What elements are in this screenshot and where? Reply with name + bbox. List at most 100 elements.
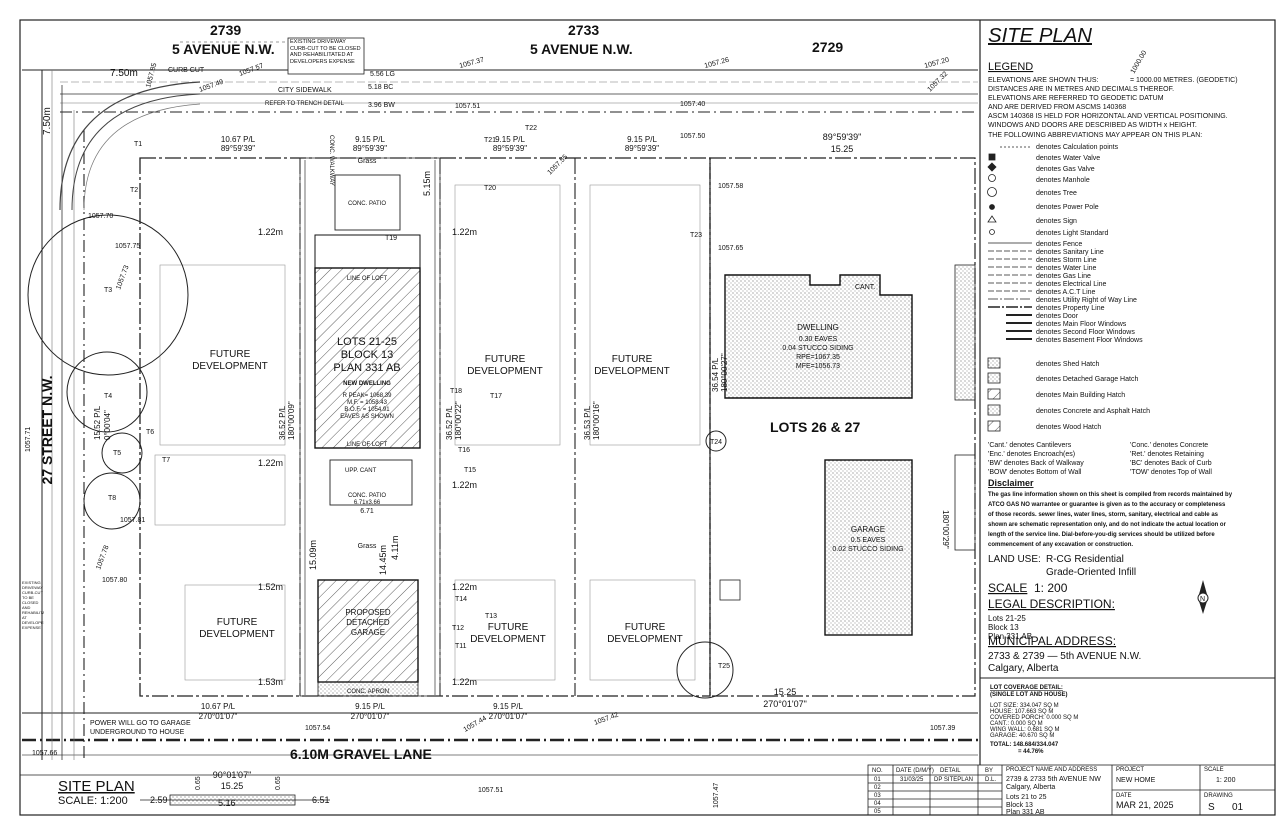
garage-label-2: DETACHED [346, 618, 390, 627]
future-dev-2b: DEVELOPMENT [467, 366, 543, 377]
legend-item-20: denotes Basement Floor Windows [1036, 337, 1143, 344]
conc-apron: CONC. APRON [347, 689, 389, 695]
brg-right-bot: 270°01'07" [763, 699, 807, 709]
bottom-dim-e: 0.65 [275, 776, 282, 790]
future-dev-1a: FUTURE [210, 349, 251, 360]
rear-yard: 15.09m [308, 540, 318, 570]
neighbour-dwelling: DWELLING [797, 323, 839, 332]
bottom-site-plan-title: SITE PLAN [58, 778, 135, 795]
disclaimer-line-5: commencement of any excavation or constr… [988, 542, 1133, 548]
elev-sample: 1000.00 [1130, 49, 1149, 75]
elev-25: 1057.47 [713, 783, 720, 808]
neighbour-lot [719, 264, 976, 636]
disclaimer-heading: Disclaimer [988, 478, 1034, 488]
city-sidewalk-label: CITY SIDEWALK [278, 87, 332, 94]
corner-pl: 15.52 P/L [93, 405, 102, 440]
subject-block: BLOCK 13 [341, 349, 394, 361]
tree-t24: T24 [710, 439, 722, 446]
proj-block: Block 13 [1006, 802, 1033, 809]
tree-t25: T25 [718, 663, 730, 670]
side-dim-4: 36.54 P/L [711, 357, 720, 392]
corner-dim-down: 7.50m [42, 107, 53, 135]
elev-4: 1057.37 [459, 57, 485, 70]
bottom-dim-c: 6.51 [312, 795, 330, 805]
legend-note-5: THE FOLLOWING ABBREVIATIONS MAY APPEAR O… [988, 132, 1202, 139]
future-dev-5b: DEVELOPMENT [470, 634, 546, 645]
land-use-1: R-CG Residential [1046, 554, 1124, 565]
street-label-top-left: 5 AVENUE N.W. [172, 41, 275, 57]
scale-value: 1: 200 [1034, 581, 1068, 595]
disclaimer-line-2: of those records. sewer lines, water lin… [988, 512, 1219, 518]
conc-patio-mid: CONC. PATIO [348, 493, 386, 499]
elev-16: 1057.71 [25, 427, 32, 452]
tree-t18: T18 [450, 388, 462, 395]
rev-r0-c1: 31/03/25 [900, 777, 924, 783]
coverage-line-3: CANT.: 0.000 SQ M [990, 721, 1043, 727]
neighbour-dwelling-siding: 0.04 STUCCO SIDING [782, 345, 853, 352]
legend-item-8: denotes Fence [1036, 241, 1082, 248]
tree-t6: T6 [146, 429, 154, 436]
tree-t23: T23 [690, 232, 702, 239]
coverage-line-2: COVERED PORCH: 0.000 SQ M [990, 715, 1078, 721]
legend-note-3: ASCM 140368 IS HELD FOR HORIZONTAL AND V… [988, 113, 1228, 120]
proj-project-value: NEW HOME [1116, 777, 1156, 784]
legend-item-16: denotes Property Line [1036, 305, 1105, 312]
bottom-dim-d: 0.65 [195, 776, 202, 790]
hatch-item-0: denotes Shed Hatch [1036, 361, 1100, 368]
bottom-scale: SCALE: 1:200 [58, 795, 128, 807]
frontage-bottom: 15.25 [774, 687, 797, 697]
disclaimer-line-4: length of the service line. Dial-before-… [988, 532, 1215, 538]
legend-item-9: denotes Sanitary Line [1036, 249, 1104, 256]
rev-r1-c0: 02 [874, 785, 881, 791]
legend-note-1: ELEVATIONS ARE REFERRED TO GEODETIC DATU… [988, 95, 1164, 102]
brg-top-2: 89°59'39" [353, 144, 387, 153]
elev-note-b: = 1000.00 METRES. (GEODETIC) [1130, 77, 1238, 84]
tree-t11: T11 [455, 643, 467, 650]
patio-width: 6.71 [360, 508, 374, 515]
legend-note-4: WINDOWS AND DOORS ARE DESCRIBED AS WIDTH… [988, 122, 1197, 129]
coverage-heading: LOT COVERAGE DETAIL: [990, 685, 1063, 691]
front-setback: 5.15m [422, 171, 432, 196]
pl-top-2: 9.15 P/L [355, 135, 385, 144]
conc-patio-top: CONC. PATIO [348, 201, 386, 207]
elev-24: 1057.39 [930, 725, 955, 732]
corner-brg: 0°00'04" [103, 410, 112, 440]
line-loft-bottom: LINE OF LOFT [347, 442, 388, 448]
rev-h-2: DETAIL [940, 768, 961, 774]
side-dim-2: 36.52 P/L [445, 405, 454, 440]
elev-0: 1057.85 [145, 62, 158, 88]
bottom-brg: 90°01'07" [213, 770, 252, 780]
legend-item-11: denotes Water Line [1036, 265, 1097, 272]
legend-item-12: denotes Gas Line [1036, 273, 1091, 280]
proj-drawing-label: DRAWING [1204, 793, 1233, 799]
legend-item-3: denotes Manhole [1036, 177, 1090, 184]
rev-r4-c0: 05 [874, 809, 881, 815]
tree-t22: T22 [525, 125, 537, 132]
tree-t1: T1 [134, 141, 142, 148]
tree-t12: T12 [452, 625, 464, 632]
sheet-title: SITE PLAN [988, 25, 1093, 47]
tree-labels: T1 T2 T3 T4 T5 T6 T7 T8 T11 T12 T13 T14 … [104, 125, 730, 670]
legend-item-7: denotes Light Standard [1036, 230, 1108, 237]
bw-label: 3.96 BW [368, 102, 395, 109]
legend-item-2: denotes Gas Valve [1036, 166, 1095, 173]
subject-plan: PLAN 331 AB [333, 362, 400, 374]
coverage-line-5: GARAGE: 40.670 SQ M [990, 733, 1054, 739]
tree-t5: T5 [113, 450, 121, 457]
side-brg-3: 180°00'16" [592, 401, 601, 440]
eaves-note: EAVES AS SHOWN [340, 414, 394, 420]
legal-heading: LEGAL DESCRIPTION: [988, 597, 1115, 611]
neighbour-cant: CANT. [855, 284, 875, 291]
elev-9: 1057.50 [680, 133, 705, 140]
legend-symbols [987, 146, 1032, 432]
title-block: SITE PLAN LEGEND ELEVATIONS ARE SHOWN TH… [980, 25, 1275, 755]
rev-r2-c0: 03 [874, 793, 881, 799]
neighbour-garage-siding: 0.02 STUCCO SIDING [832, 546, 903, 553]
garage-label-1: PROPOSED [345, 608, 391, 617]
coverage-total: TOTAL: 148.684/334.047 [990, 742, 1059, 748]
hatch-item-2: denotes Main Building Hatch [1036, 392, 1125, 399]
neighbour-garage-eaves: 0.5 EAVES [851, 537, 886, 544]
future-dev-4a: FUTURE [217, 617, 258, 628]
bottom-left-detail: SITE PLAN SCALE: 1:200 90°01'07" 15.25 2… [20, 770, 868, 808]
setback-8: 1.22m [452, 677, 477, 687]
